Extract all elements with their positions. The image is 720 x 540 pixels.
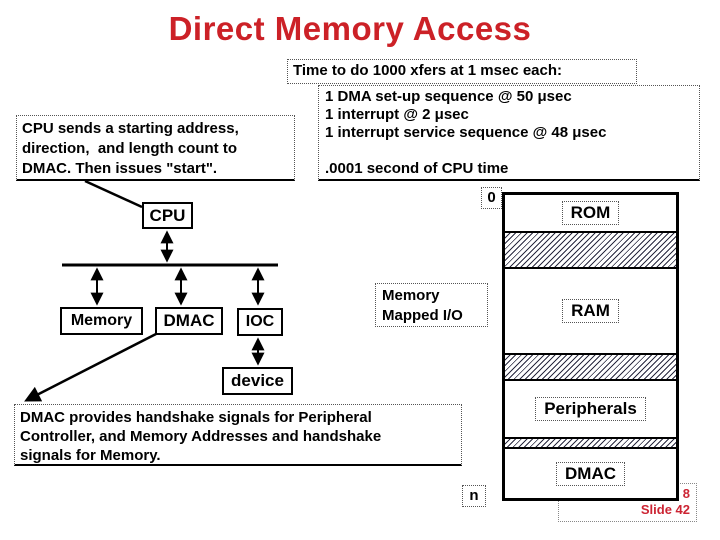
memory-region-peripherals: Peripherals xyxy=(505,381,676,437)
cpu-note-line-1: CPU sends a starting address, xyxy=(22,120,239,137)
dmac-to-note-arrow xyxy=(24,332,157,402)
memory-region-unused-band-2 xyxy=(505,353,676,381)
cpu-box-label: CPU xyxy=(149,205,186,225)
address-0-label: 0 xyxy=(481,187,502,209)
memory-region-dmac: DMAC xyxy=(505,449,676,498)
cpu-box: CPU xyxy=(142,202,193,229)
memory-region-ram-label: RAM xyxy=(562,299,619,323)
memory-region-rom-label: ROM xyxy=(561,201,620,225)
slide-title: Direct Memory Access xyxy=(168,10,532,47)
address-n-label: n xyxy=(462,485,486,507)
timing-header-text: Time to do 1000 xfers at 1 msec each: xyxy=(293,62,563,79)
dmac-note-line-2: Controller, and Memory Addresses and han… xyxy=(20,428,382,445)
device-box-label: device xyxy=(231,371,284,390)
memory-region-unused-band-1 xyxy=(505,231,676,269)
memory-region-unused-band-3 xyxy=(505,437,676,449)
mmio-line-2: Mapped I/O xyxy=(382,307,463,324)
memory-box: Memory xyxy=(60,307,143,335)
memory-region-peripherals-label: Peripherals xyxy=(535,397,646,421)
cpu-note-line-3: DMAC. Then issues "start". xyxy=(22,160,218,177)
slide-footer-line-2: Slide 42 xyxy=(640,502,690,517)
mmio-line-1: Memory xyxy=(382,287,440,304)
timing-summary: .0001 second of CPU time xyxy=(325,160,509,177)
dmac-note-line-1: DMAC provides handshake signals for Peri… xyxy=(20,409,372,426)
cpu-note-line-2: direction, and length count to xyxy=(22,140,237,157)
cpu-note-box: CPU sends a starting address, direction,… xyxy=(16,115,295,181)
timing-line-1: 1 DMA set-up sequence @ 50 μsec xyxy=(325,88,572,105)
memory-mapped-io-label: Memory Mapped I/O xyxy=(375,283,488,327)
timing-header-box: Time to do 1000 xfers at 1 msec each: xyxy=(287,59,637,84)
note-to-cpu-line xyxy=(84,179,143,209)
memory-map-column: ROM RAM Peripherals DMAC xyxy=(502,192,679,501)
timing-line-3: 1 interrupt service sequence @ 48 μsec xyxy=(325,124,607,141)
ioc-box: IOC xyxy=(237,308,283,336)
dmac-note-line-3: signals for Memory. xyxy=(20,447,161,464)
memory-box-label: Memory xyxy=(70,312,133,329)
memory-region-rom: ROM xyxy=(505,195,676,231)
timing-line-2: 1 interrupt @ 2 μsec xyxy=(325,106,469,123)
slide-footer-line-1: 8 xyxy=(682,486,690,501)
timing-detail-box: 1 DMA set-up sequence @ 50 μsec 1 interr… xyxy=(318,85,700,181)
memory-region-dmac-label: DMAC xyxy=(556,461,625,486)
device-box: device xyxy=(222,367,293,395)
dmac-box: DMAC xyxy=(155,307,223,335)
ioc-box-label: IOC xyxy=(245,313,275,330)
dmac-note-box: DMAC provides handshake signals for Peri… xyxy=(14,404,462,466)
memory-region-ram: RAM xyxy=(505,269,676,353)
dmac-box-label: DMAC xyxy=(163,311,215,330)
